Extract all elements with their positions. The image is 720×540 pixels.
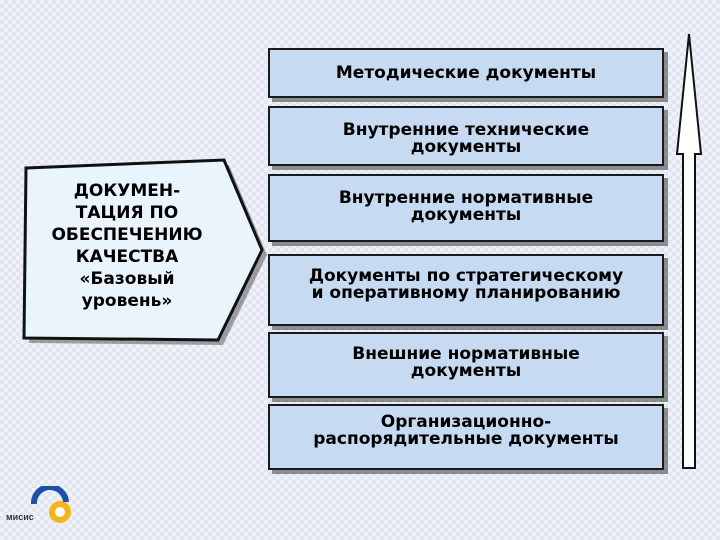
box-line: документы [410,137,522,157]
box-internal-normative-documents: Внутренние нормативные документы [268,174,664,242]
pentagon-line: ОБЕСПЕЧЕНИЮ [51,225,203,245]
box-line: документы [410,361,522,381]
box-line: Документы по стратегическому [308,266,624,286]
misis-logo [30,486,71,523]
box-external-normative-documents: Внешние нормативные документы [268,332,664,398]
pentagon-line: КАЧЕСТВА [75,247,179,267]
box-methodical-documents: Методические документы [268,48,664,98]
box-line: Организационно- [380,412,552,432]
up-arrow-icon [675,33,703,469]
box-internal-technical-documents: Внутренние технические документы [268,106,664,166]
pentagon-line: «Базовый [79,269,175,289]
box-line: распорядительные документы [313,429,619,449]
logo-text: мисис [6,512,34,522]
quality-documentation-block [22,158,267,345]
box-organizational-documents: Организационно- распорядительные докумен… [268,404,664,470]
pentagon-line: уровень» [81,291,173,311]
box-line: Внутренние нормативные [338,188,594,208]
box-line: документы [410,205,522,225]
pentagon-line: ТАЦИЯ ПО [75,203,179,223]
box-line: и оперативному планированию [311,283,621,303]
pentagon-line: ДОКУМЕН- [73,181,181,201]
quality-documentation-label: ДОКУМЕН- ТАЦИЯ ПО ОБЕСПЕЧЕНИЮ КАЧЕСТВА «… [26,180,228,312]
box-line: Внешние нормативные [352,344,580,364]
box-line: Методические документы [335,62,597,83]
box-planning-documents: Документы по стратегическому и оперативн… [268,254,664,326]
box-line: Внутренние технические [342,120,590,140]
